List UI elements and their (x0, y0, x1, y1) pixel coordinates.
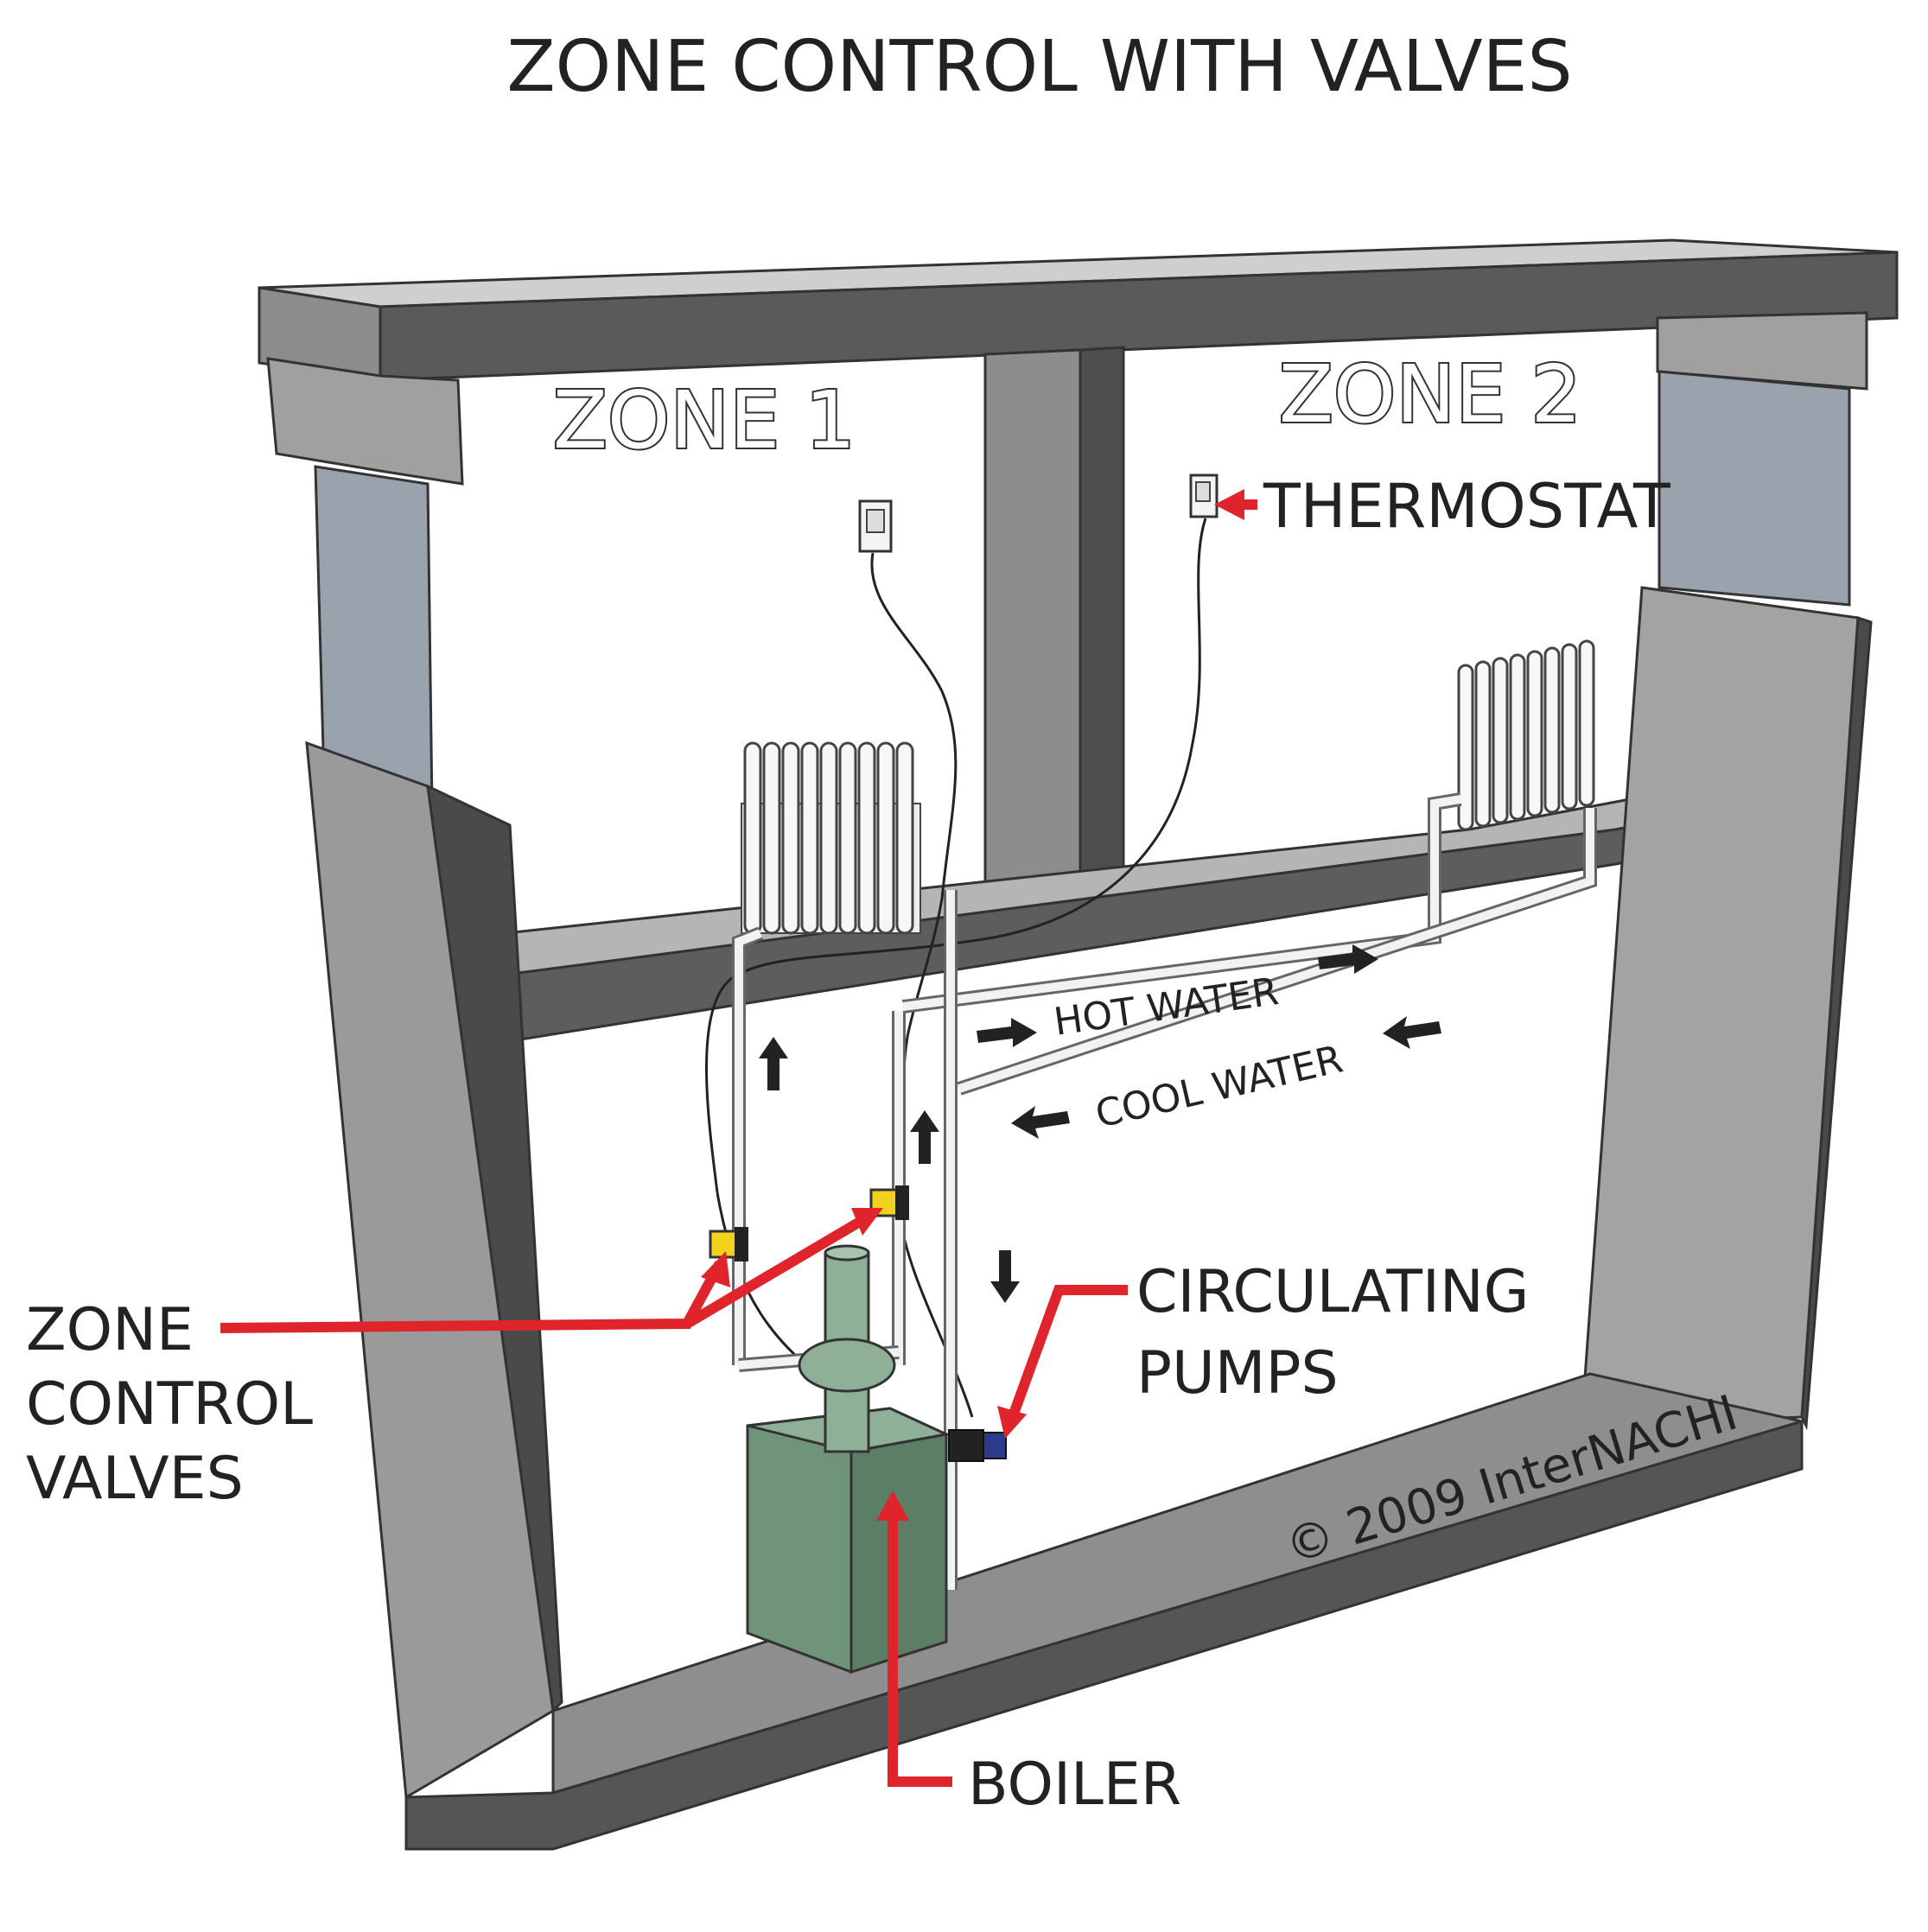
center-wall-edge (1079, 346, 1125, 900)
arrow-left-icon (1383, 1016, 1441, 1049)
red-arrowheads (701, 489, 1244, 1521)
thermostat-label: THERMOSTAT (1263, 471, 1670, 542)
zone-control-valves-label-line1: ZONE (26, 1296, 194, 1364)
arrow-down-icon (990, 1250, 1020, 1303)
arrow-right-icon (1318, 944, 1378, 974)
arrow-left-icon (1011, 1106, 1070, 1139)
arrow-up-icon (910, 1110, 939, 1164)
left-cap (266, 357, 464, 486)
boiler-label: BOILER (968, 1751, 1181, 1819)
flow-arrows (759, 944, 1441, 1303)
radiator-zone2-icon (1457, 639, 1595, 831)
pointer-thermostat-arrowhead (1214, 489, 1244, 520)
red-pointers (220, 499, 1257, 1787)
thermostats (858, 473, 1219, 553)
circulating-pumps-label-line1: CIRCULATING (1136, 1258, 1529, 1326)
right-upper-column (1658, 370, 1851, 607)
floor-slab-top (504, 772, 1769, 976)
boiler-icon (746, 1244, 951, 1675)
basement-floor-front (404, 1419, 1804, 1851)
zone-valve-1-icon (709, 1230, 738, 1259)
circulating-pumps-label-line2: PUMPS (1136, 1339, 1339, 1408)
pointer-valve2-arrowhead (851, 1208, 883, 1236)
page-title: ZONE CONTROL WITH VALVES (506, 26, 1572, 108)
left-lower-wall-edge (426, 784, 563, 1714)
center-wall (983, 348, 1082, 900)
zone2-label: ZONE 2 (1279, 348, 1581, 441)
arrow-right-icon (977, 1018, 1037, 1047)
arrow-up-icon (759, 1037, 788, 1090)
cool-water-label: COOL WATER (1091, 1037, 1347, 1136)
zone1-label: ZONE 1 (553, 374, 856, 467)
right-lower-wall-edge (1800, 615, 1873, 1431)
circulating-pumps-icon (948, 1429, 1007, 1462)
zone-control-valves-label-line2: CONTROL (26, 1370, 313, 1439)
radiator-zone1-icon (741, 741, 921, 935)
zone-valves (709, 1185, 909, 1262)
zone-control-valves-label-line3: VALVES (26, 1445, 244, 1513)
pointer-boiler-arrowhead (876, 1490, 909, 1521)
right-cap (1656, 311, 1868, 391)
pointer-valve1-arrowhead (701, 1251, 730, 1287)
pointer-pump-arrowhead (997, 1406, 1027, 1439)
